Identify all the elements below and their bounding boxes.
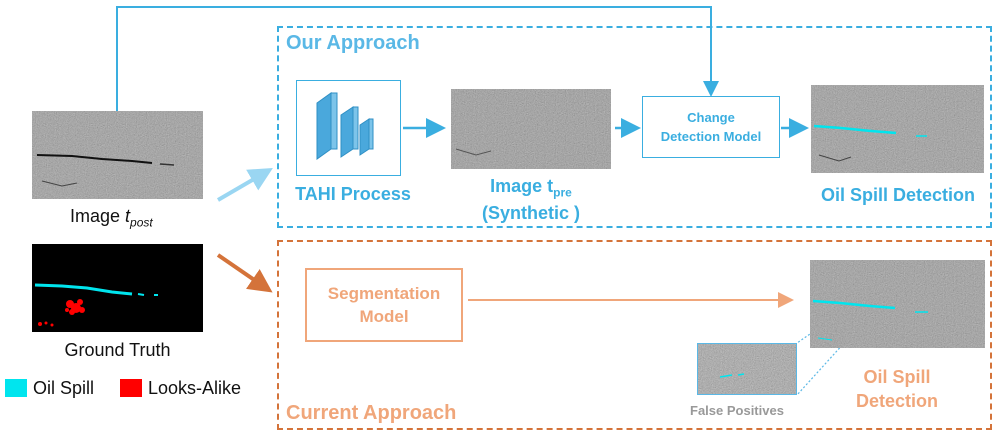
zoom-line-top (796, 331, 814, 344)
ground-truth-label: Ground Truth (64, 340, 171, 360)
arrow-to-our (216, 167, 273, 202)
network-layers-icon (316, 92, 374, 160)
image-post-sar (32, 111, 203, 199)
image-pre-sar (451, 89, 611, 169)
our-result-image (811, 85, 984, 173)
image-post-label: Image tpost (70, 206, 153, 230)
legend-looks-alike-label: Looks-Alike (148, 378, 242, 398)
segmentation-line2: Model (359, 307, 409, 326)
our-approach-panel (277, 26, 992, 228)
our-result-label: Oil Spill Detection (820, 185, 976, 205)
feedback-line (116, 6, 719, 111)
current-approach-panel (277, 240, 992, 430)
image-pre-label: Image tpre (490, 176, 572, 200)
tahi-process-label: TAHI Process (295, 184, 411, 204)
legend-oil-spill-label: Oil Spill (33, 378, 95, 398)
segmentation-model-box: Segmentation Model (305, 268, 463, 342)
legend-looks-alike-swatch (120, 379, 142, 397)
current-result-label-line1: Oil Spill (863, 367, 931, 387)
tahi-process-box (296, 80, 401, 176)
current-result-image (810, 260, 985, 348)
ground-truth-image (32, 244, 203, 332)
our-approach-title: Our Approach (286, 32, 420, 54)
false-positives-inset (697, 343, 797, 395)
synthetic-label: (Synthetic ) (481, 203, 580, 223)
change-detection-line1: Change (687, 110, 735, 125)
legend-oil-spill-swatch (5, 379, 27, 397)
change-detection-model-box: Change Detection Model (642, 96, 780, 158)
change-detection-line2: Detection Model (660, 129, 762, 144)
segmentation-line1: Segmentation (327, 284, 441, 303)
arrow-to-current (216, 253, 273, 293)
false-positives-label: False Positives (690, 403, 784, 418)
current-result-label-line2: Detection (855, 391, 938, 411)
current-approach-title: Current Approach (286, 402, 457, 424)
